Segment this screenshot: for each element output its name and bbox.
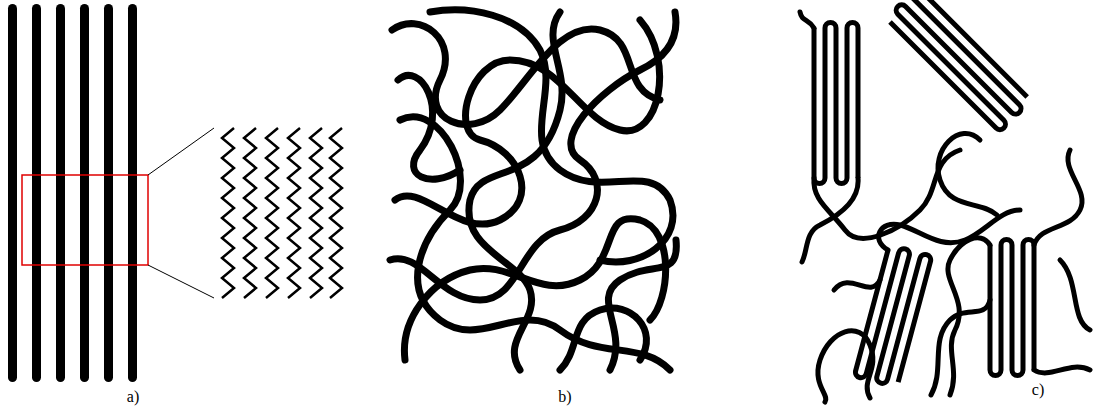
zigzag-chains: [222, 128, 342, 298]
panel-label: a): [125, 388, 141, 406]
zoom-line: [148, 265, 214, 298]
crystalline-chains: [8, 4, 137, 382]
zoom-line: [148, 128, 214, 175]
semicrystalline-structure: [800, 0, 1090, 402]
panel-label: c): [1030, 381, 1046, 399]
amorphous-tangle: [390, 10, 676, 370]
zoom-frame: [22, 175, 148, 265]
panel-label: b): [556, 388, 573, 406]
